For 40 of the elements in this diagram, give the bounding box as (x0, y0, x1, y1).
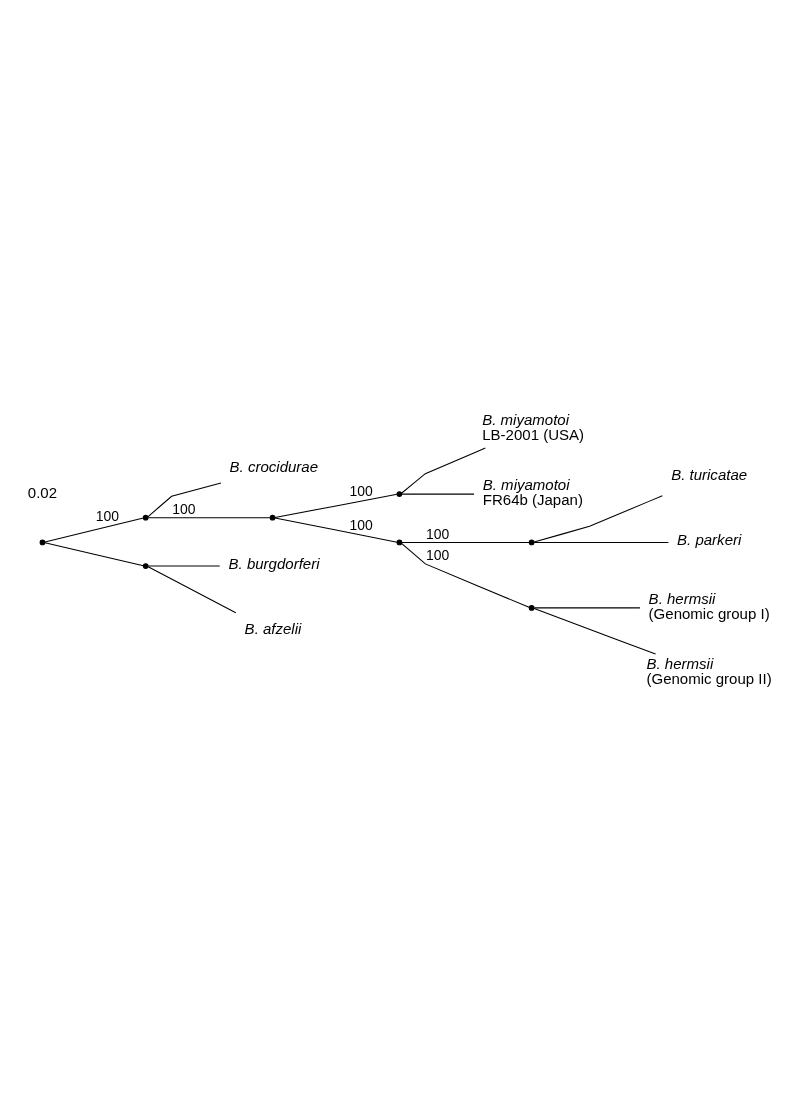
node-text: B. miyamotoi FR64b (Japan) (482, 476, 583, 509)
edge-label: 100 (172, 500, 196, 517)
node-point (142, 563, 149, 569)
node-text: B. afzelii (244, 620, 302, 638)
connector (401, 447, 486, 494)
connector (274, 493, 398, 518)
node-text: B. burgdorferi (228, 554, 320, 572)
node-text: B. parkeri (677, 531, 742, 549)
connector (274, 517, 398, 543)
connector (401, 542, 530, 608)
connector (147, 566, 237, 614)
connector (147, 482, 222, 518)
connector (147, 517, 271, 519)
edge-label: 100 (95, 508, 120, 525)
connector (401, 541, 530, 543)
node-text: B. crocidurae (229, 458, 319, 476)
edge-label: 100 (349, 516, 373, 533)
connector (401, 493, 475, 495)
node-point (269, 514, 276, 521)
node-point (528, 539, 535, 546)
label: 0.02 (27, 484, 58, 502)
node-point (142, 514, 149, 521)
node-text: B. miyamotoi LB-2001 (USA) (482, 410, 585, 443)
connector (147, 565, 221, 567)
connector (533, 541, 669, 543)
edge-label: 100 (426, 547, 450, 564)
node-point (396, 539, 403, 546)
node-text: B. turicatae (671, 465, 748, 483)
node-text: B. hermsii (Genomic group II) (646, 655, 772, 688)
edge-label: 100 (426, 525, 450, 542)
connector (44, 542, 144, 567)
connector (533, 495, 663, 543)
node-point (528, 605, 535, 611)
node-text: B. hermsii (Genomic group I) (648, 589, 770, 622)
edge-label: 100 (349, 482, 373, 499)
connector (533, 607, 657, 655)
connector (533, 607, 641, 609)
node-point (396, 491, 403, 497)
connector (44, 517, 144, 543)
node-point (39, 539, 46, 546)
